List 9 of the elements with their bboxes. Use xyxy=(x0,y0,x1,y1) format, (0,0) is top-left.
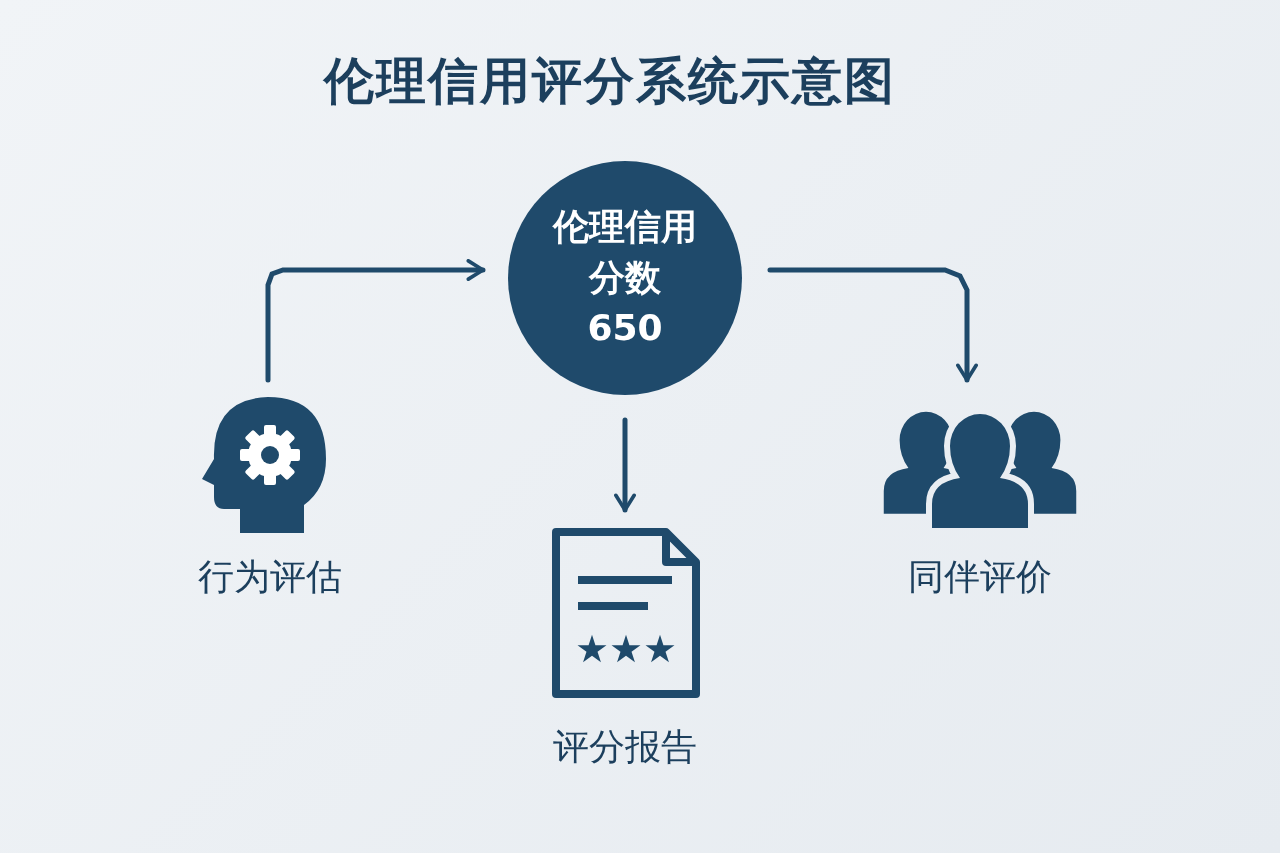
diagram-title: 伦理信用评分系统示意图 xyxy=(322,51,897,112)
arrow xyxy=(614,417,636,513)
node-label: 评分报告 xyxy=(552,725,698,769)
arrow xyxy=(265,259,486,383)
circle-title: 伦理信用分数 xyxy=(551,205,698,300)
node-label: 行为评估 xyxy=(197,555,343,599)
arrow xyxy=(767,267,978,383)
node-label: 同伴评价 xyxy=(907,555,1053,599)
score-value: 650 xyxy=(587,306,663,351)
